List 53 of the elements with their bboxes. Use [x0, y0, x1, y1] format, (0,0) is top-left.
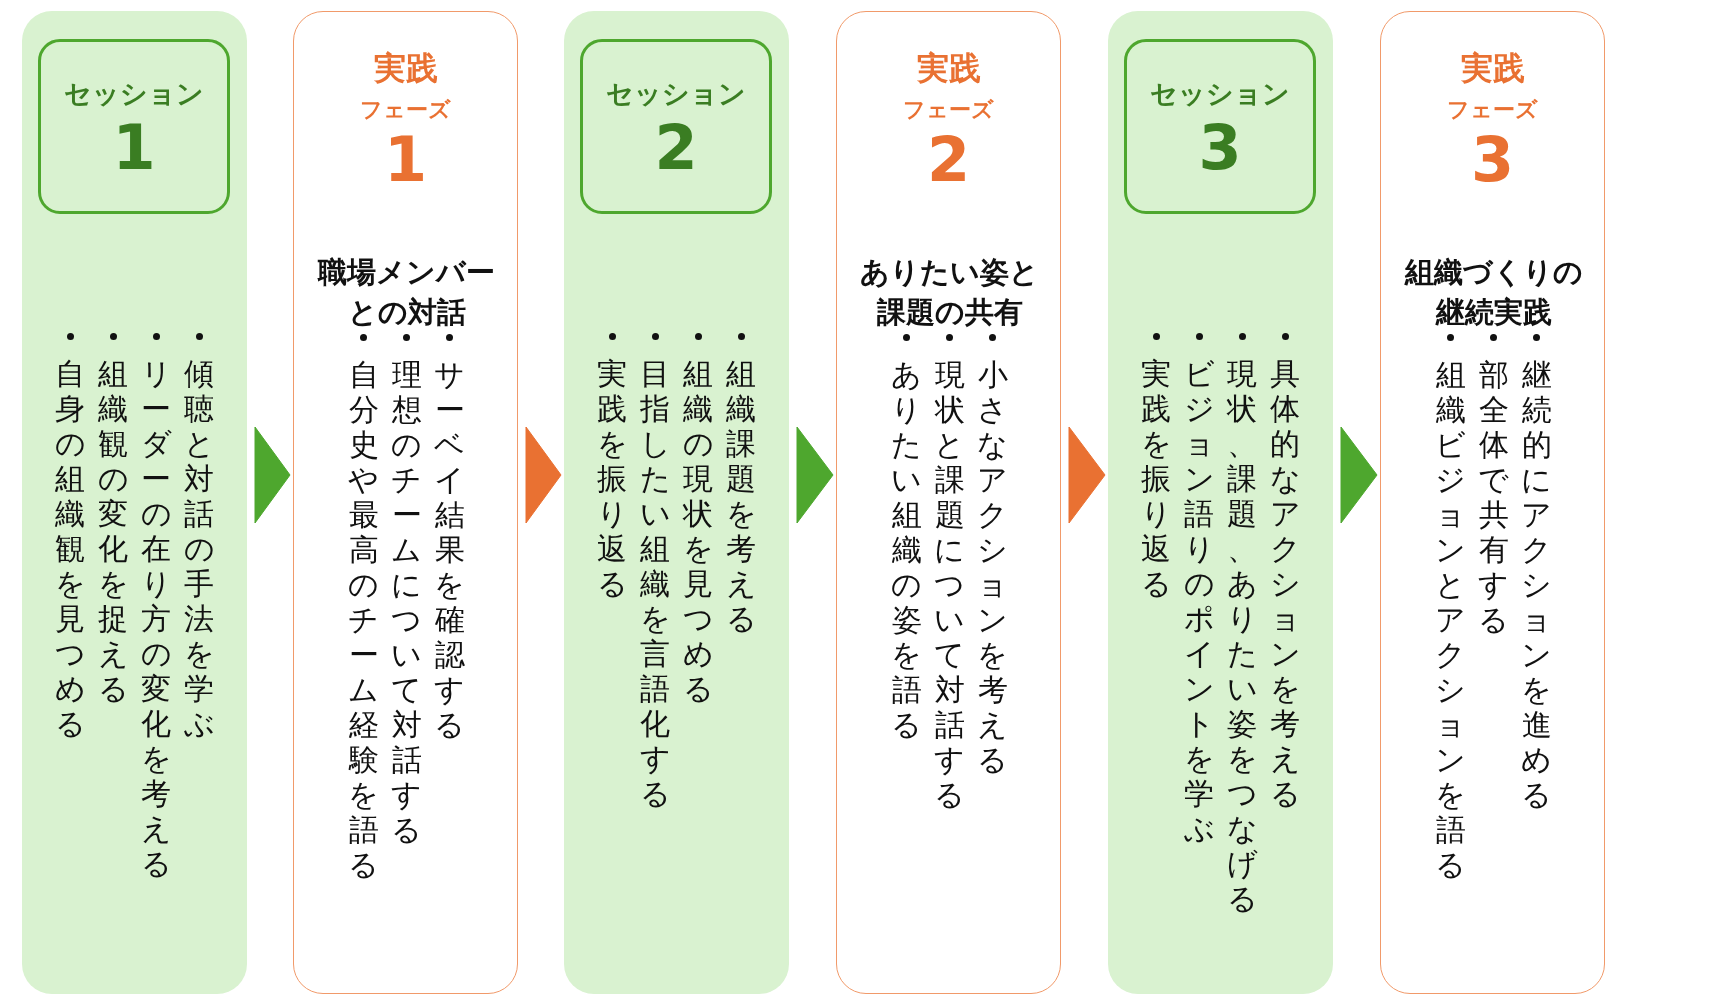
- bullet-item: 自身の組織観を見つめる: [53, 356, 87, 741]
- phase-label: 実践: [1459, 48, 1526, 88]
- session-card: [22, 11, 247, 994]
- bullet-item: 継続的にアクションを進める: [1520, 357, 1553, 812]
- bullet-item: 実践を振り返る: [1139, 356, 1173, 601]
- bullet-item: 現状と課題について対話する: [933, 357, 966, 812]
- phase-label: フェーズ: [902, 96, 995, 124]
- bullet-item: 小さなアクションを考える: [976, 357, 1009, 777]
- bullet-item: 組織の現状を見つめる: [681, 356, 715, 706]
- chevron-arrow: [254, 426, 291, 524]
- phase-label: 実践: [372, 48, 439, 88]
- bullet-item: 現状、課題、ありたい姿をつなげる: [1225, 356, 1259, 916]
- session-number: 2: [653, 112, 699, 184]
- chevron-arrow: [1068, 426, 1106, 524]
- phase-label: 実践: [915, 48, 982, 88]
- phase-label: フェーズ: [359, 96, 452, 124]
- session-card: [1108, 11, 1333, 994]
- phase-card: [836, 11, 1061, 994]
- session-label: セッション: [63, 77, 205, 111]
- session-number: 3: [1197, 112, 1243, 184]
- chevron-arrow: [796, 426, 834, 524]
- phase-title: 組織づくりの継続実践: [1403, 254, 1584, 331]
- bullet-item: 目指したい組織を言語化する: [638, 356, 672, 811]
- session-label: セッション: [605, 77, 747, 111]
- chevron-arrow: [525, 426, 562, 524]
- phase-card: [1380, 11, 1605, 994]
- phase-label: フェーズ: [1446, 96, 1539, 124]
- bullet-item: リーダーの在り方の変化を考える: [139, 356, 173, 881]
- bullet-item: 組織課題を考える: [724, 356, 758, 636]
- bullet-item: 実践を振り返る: [595, 356, 629, 601]
- bullet-item: ありたい組織の姿を語る: [890, 357, 923, 742]
- phase-number: 3: [1469, 124, 1516, 196]
- bullet-item: サーベイ結果を確認する: [433, 357, 466, 742]
- bullet-item: 自分史や最高のチーム経験を語る: [347, 357, 380, 882]
- phase-title: ありたい姿と課題の共有: [859, 254, 1040, 331]
- phase-card: [293, 11, 518, 994]
- session-card: [564, 11, 789, 994]
- phase-number: 1: [382, 124, 429, 196]
- bullet-item: 具体的なアクションを考える: [1268, 356, 1302, 811]
- bullet-item: 組織観の変化を捉える: [96, 356, 130, 706]
- bullet-item: 組織ビジョンとアクションを語る: [1434, 357, 1467, 882]
- session-header-box: [580, 39, 772, 214]
- session-header-box: [1124, 39, 1316, 214]
- chevron-arrow: [1340, 426, 1378, 524]
- session-label: セッション: [1149, 77, 1291, 111]
- bullet-item: ビジョン語りのポイントを学ぶ: [1182, 356, 1216, 846]
- session-number: 1: [111, 112, 157, 184]
- bullet-item: 傾聴と対話の手法を学ぶ: [182, 356, 216, 741]
- bullet-item: 理想のチームについて対話する: [390, 357, 423, 847]
- session-header-box: [38, 39, 230, 214]
- bullet-item: 部全体で共有する: [1477, 357, 1510, 637]
- phase-number: 2: [925, 124, 972, 196]
- phase-title: 職場メンバーとの対話: [316, 254, 496, 331]
